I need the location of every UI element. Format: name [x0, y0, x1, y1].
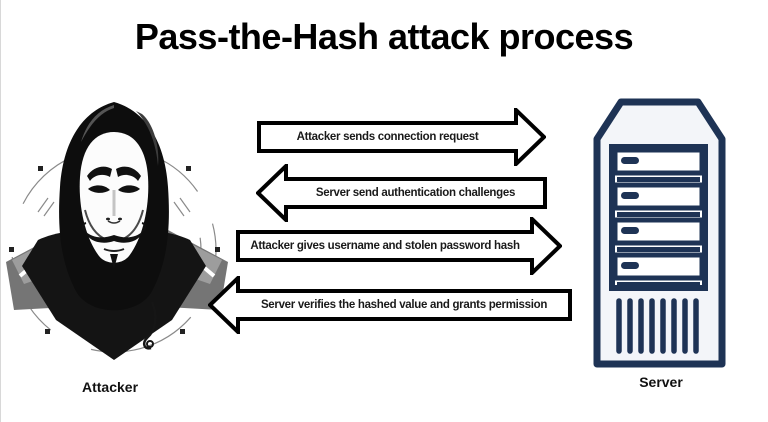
diagram-title: Pass-the-Hash attack process: [134, 16, 634, 57]
server-label: Server: [639, 374, 683, 390]
guy-fawkes-mask: [79, 132, 149, 269]
step-arrow-2: Server send authentication challenges: [256, 164, 547, 222]
attacker-figure: [2, 92, 232, 377]
step-arrow-4-label: Server verifies the hashed value and gra…: [260, 299, 548, 311]
left-arrow-icon: [256, 164, 547, 222]
step-arrow-1-label: Attacker sends connection request: [296, 131, 479, 143]
left-arrow-icon: [208, 276, 572, 334]
step-arrow-1: Attacker sends connection request: [257, 108, 546, 166]
server-shelf-bars: [617, 177, 700, 287]
step-arrow-4: Server verifies the hashed value and gra…: [208, 276, 572, 334]
step-arrow-3: Attacker gives username and stolen passw…: [236, 217, 562, 275]
right-arrow-icon: [236, 217, 562, 275]
server-drive-bays: [612, 147, 705, 281]
server-drive-leds: [621, 157, 639, 269]
server-figure: [593, 97, 726, 369]
hood-drawstring: [142, 301, 157, 350]
server-tower-icon: [593, 98, 726, 368]
server-vents: [616, 298, 699, 354]
step-arrow-3-label: Attacker gives username and stolen passw…: [250, 240, 520, 252]
right-arrow-icon: [257, 108, 546, 166]
tech-circle-nodes: [9, 166, 220, 334]
attacker-label: Attacker: [81, 379, 139, 395]
anonymous-hacker-icon: [6, 102, 228, 360]
step-arrow-2-label: Server send authentication challenges: [315, 187, 516, 199]
